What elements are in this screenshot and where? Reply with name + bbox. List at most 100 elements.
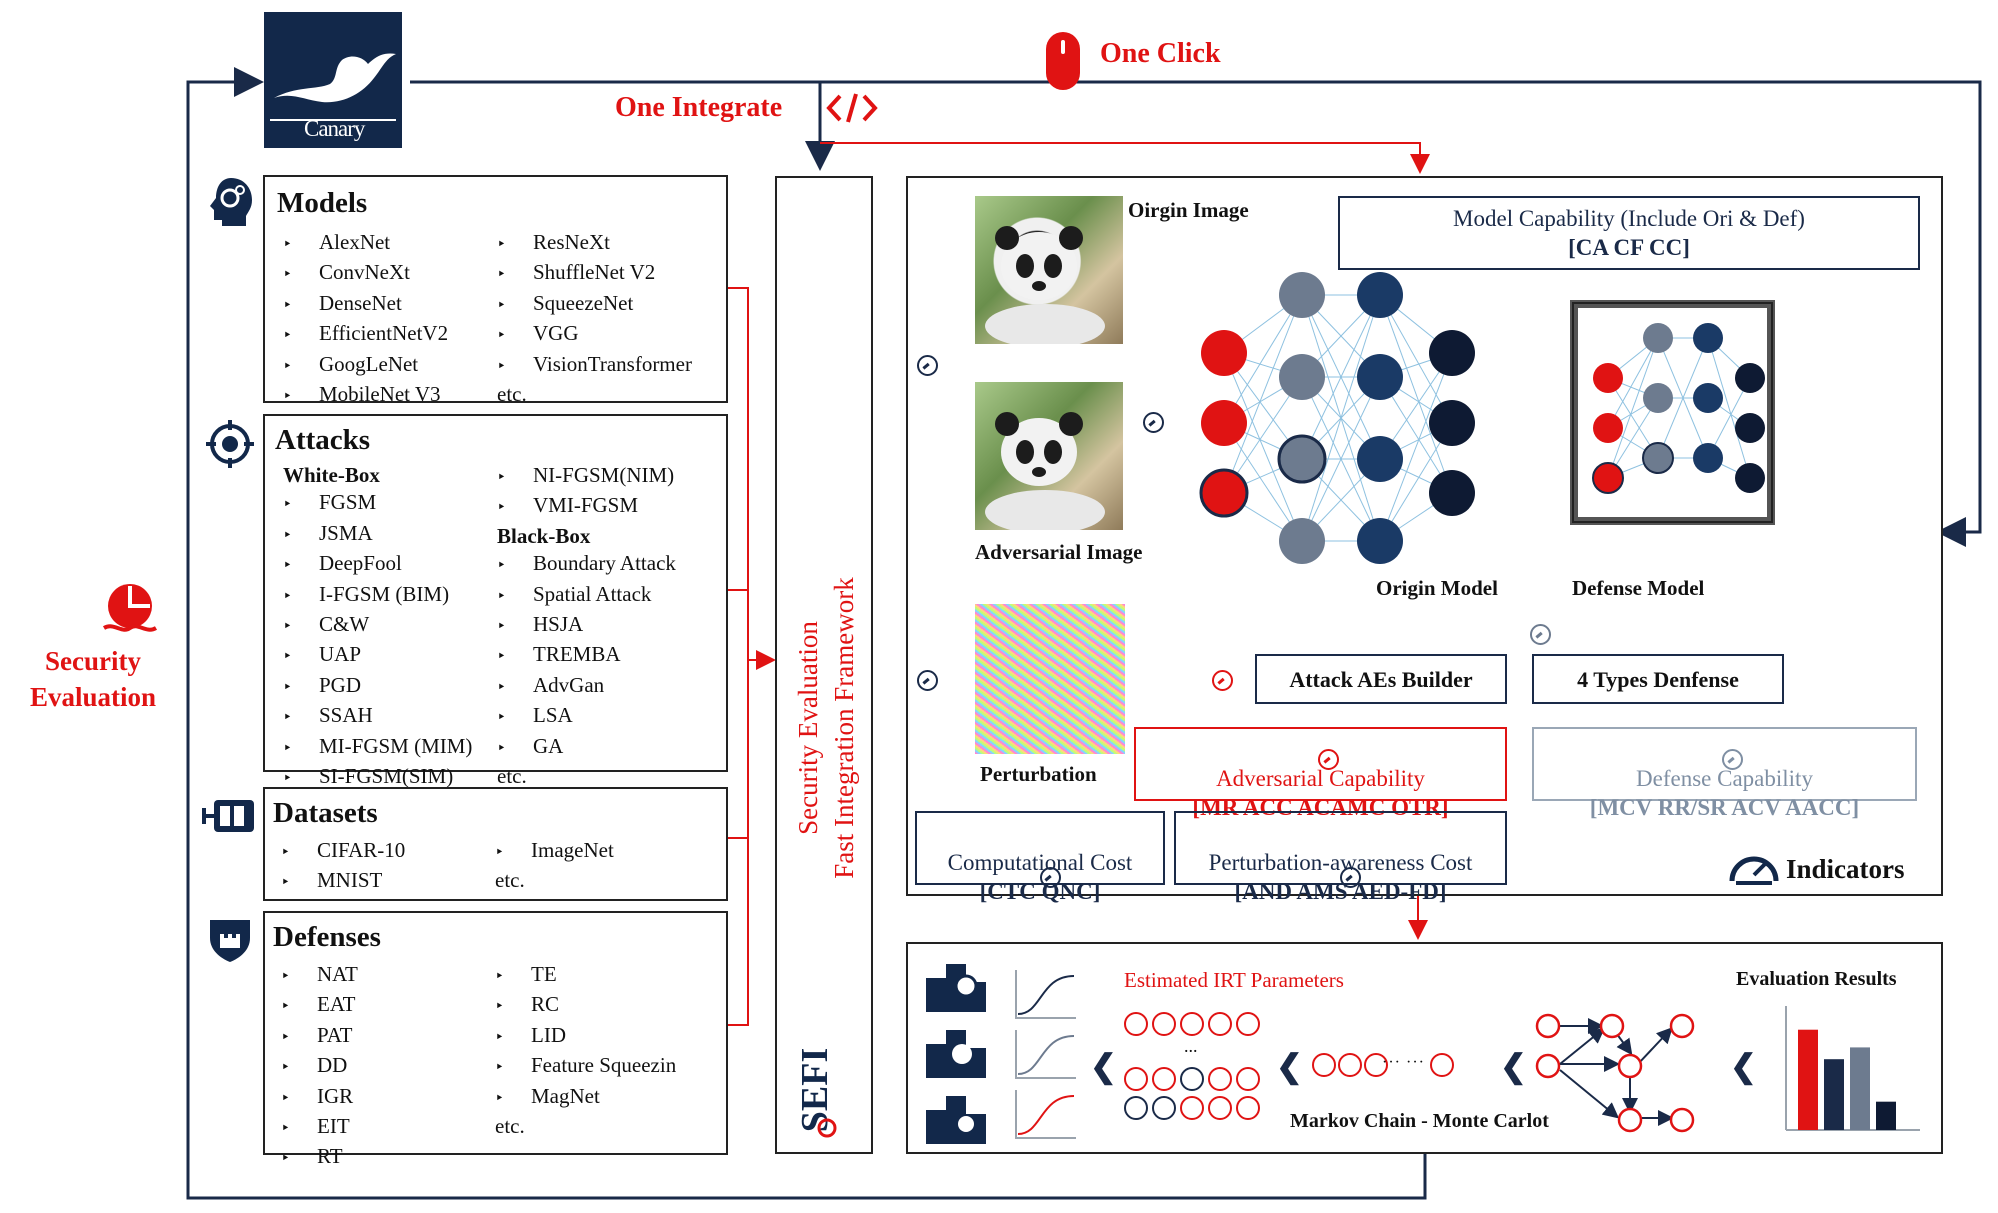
- defense-item[interactable]: LID: [495, 1022, 676, 1052]
- models-red-connector: [727, 287, 749, 1026]
- attack-item[interactable]: FGSM: [283, 489, 472, 519]
- defense-item[interactable]: NAT: [281, 961, 358, 991]
- defense-item[interactable]: IGR: [281, 1083, 358, 1113]
- attack-item[interactable]: Boundary Attack: [497, 550, 676, 580]
- datasets-etc: etc.: [495, 868, 525, 893]
- defense-item[interactable]: MagNet: [495, 1083, 676, 1113]
- model-item[interactable]: AlexNet: [283, 229, 448, 259]
- mcmc-chain-node: [1312, 1053, 1336, 1077]
- defense-item[interactable]: EIT: [281, 1113, 358, 1143]
- attack-item[interactable]: JSMA: [283, 520, 472, 550]
- irt-param-node: [1180, 1096, 1204, 1120]
- model-capability-title: Model Capability (Include Ori & Def): [1453, 206, 1805, 231]
- chevron-left-icon: ❮: [1500, 1048, 1527, 1084]
- attacks-title: Attacks: [275, 424, 371, 456]
- attack-item[interactable]: NI-FGSM(NIM): [497, 462, 676, 492]
- markov-node: [1669, 1107, 1695, 1133]
- attack-item[interactable]: HSJA: [497, 611, 676, 641]
- defense-model-label: Defense Model: [1572, 576, 1705, 600]
- attack-item[interactable]: GA: [497, 733, 676, 763]
- framework-title: Security Evaluation Fast Integration Fra…: [790, 428, 862, 1028]
- irt-param-node: [1180, 1012, 1204, 1036]
- defense-types-box[interactable]: 4 Types Denfense: [1532, 654, 1784, 704]
- attack-builder-box[interactable]: Attack AEs Builder: [1255, 654, 1507, 704]
- adversarial-image-label: Adversarial Image: [975, 540, 1143, 564]
- irt-param-node: [1208, 1067, 1232, 1091]
- irt-param-node: [1124, 1012, 1148, 1036]
- mcmc-chain-node: [1430, 1053, 1454, 1077]
- attack-item[interactable]: AdvGan: [497, 672, 676, 702]
- origin-model-label: Origin Model: [1376, 576, 1498, 600]
- podium-icon: [926, 1096, 986, 1144]
- defense-item[interactable]: RC: [495, 991, 676, 1021]
- model-item[interactable]: SqueezeNet: [497, 290, 692, 320]
- framework-panel: Security Evaluation Fast Integration Fra…: [775, 176, 873, 1154]
- defense-item[interactable]: DD: [281, 1052, 358, 1082]
- dataset-item[interactable]: ImageNet: [495, 837, 614, 867]
- irt-ellipsis: ...: [1184, 1036, 1198, 1056]
- defense-item[interactable]: TE: [495, 961, 676, 991]
- gauge-icon: [1722, 749, 1743, 771]
- datasets-col2: ImageNet etc.: [495, 837, 614, 895]
- defense-model-network: [1592, 323, 1765, 494]
- attack-item[interactable]: UAP: [283, 641, 472, 671]
- adversarial-image: [975, 382, 1123, 534]
- defense-model-frame: [1570, 300, 1775, 525]
- gauge-icon: [1039, 867, 1061, 889]
- attack-item[interactable]: Spatial Attack: [497, 581, 676, 611]
- framework-line2: Fast Integration Framework: [829, 577, 859, 879]
- attack-item[interactable]: VMI-FGSM: [497, 492, 676, 522]
- sefi-logo-text: SEFI: [795, 1048, 836, 1132]
- defense-item[interactable]: EAT: [281, 991, 358, 1021]
- defense-capability-title: Defense Capability: [1636, 766, 1813, 791]
- computational-cost-box: Computational Cost [CTC QNC]: [915, 811, 1165, 904]
- mouse-icon: [1046, 32, 1080, 90]
- defenses-col2: TE RC LID Feature Squeezin MagNet etc.: [495, 961, 676, 1140]
- irt-param-node: [1124, 1096, 1148, 1120]
- attacks-col1: White-Box FGSM JSMA DeepFool I-FGSM (BIM…: [283, 462, 472, 793]
- black-box-label: Black-Box: [497, 523, 591, 548]
- chevron-left-icon: ❮: [1730, 1048, 1757, 1084]
- defense-item[interactable]: RT: [281, 1143, 358, 1173]
- database-icon: [202, 800, 254, 832]
- model-item[interactable]: ShuffleNet V2: [497, 259, 692, 289]
- attack-item[interactable]: LSA: [497, 702, 676, 732]
- model-item[interactable]: MobileNet V3: [283, 381, 448, 411]
- model-item[interactable]: ResNeXt: [497, 229, 692, 259]
- model-item[interactable]: GoogLeNet: [283, 351, 448, 381]
- indicators-label: Indicators: [1786, 854, 1905, 884]
- irt-param-node: [1236, 1067, 1260, 1091]
- attack-item[interactable]: SI-FGSM(SIM): [283, 763, 472, 793]
- irt-param-node: [1152, 1096, 1176, 1120]
- irt-param-node: [1208, 1096, 1232, 1120]
- defense-item[interactable]: Feature Squeezin: [495, 1052, 676, 1082]
- gauge-icon: [1318, 749, 1339, 771]
- attack-item[interactable]: C&W: [283, 611, 472, 641]
- attacks-col2: NI-FGSM(NIM) VMI-FGSM Black-Box Boundary…: [497, 462, 676, 790]
- irt-curves: [1015, 970, 1076, 1139]
- attack-item[interactable]: DeepFool: [283, 550, 472, 580]
- attack-item[interactable]: SSAH: [283, 702, 472, 732]
- defenses-panel: Defenses NAT EAT PAT DD IGR EIT RT TE RC…: [263, 911, 728, 1168]
- dataset-item[interactable]: CIFAR-10: [281, 837, 405, 867]
- gauge-icon: [1530, 624, 1551, 645]
- markov-node: [1535, 1053, 1561, 1079]
- model-item[interactable]: VisionTransformer: [497, 351, 692, 381]
- gauge-icon: [917, 670, 938, 691]
- attack-item[interactable]: TREMBA: [497, 641, 676, 671]
- model-item[interactable]: EfficientNetV2: [283, 320, 448, 350]
- attack-item[interactable]: PGD: [283, 672, 472, 702]
- defense-item[interactable]: PAT: [281, 1022, 358, 1052]
- origin-image-label: Oirgin Image: [1128, 198, 1249, 222]
- perturbation-cost-codes: [AND AMS AED-FD]: [1234, 879, 1447, 904]
- model-item[interactable]: VGG: [497, 320, 692, 350]
- model-item[interactable]: ConvNeXt: [283, 259, 448, 289]
- irt-param-node: [1208, 1012, 1232, 1036]
- outer-loop-line: [186, 67, 1427, 1200]
- attack-item[interactable]: I-FGSM (BIM): [283, 581, 472, 611]
- dataset-item[interactable]: MNIST: [281, 867, 405, 897]
- attack-item[interactable]: MI-FGSM (MIM): [283, 733, 472, 763]
- model-item[interactable]: DenseNet: [283, 290, 448, 320]
- perturbation-cost-title: Perturbation-awareness Cost: [1208, 850, 1473, 875]
- irt-parameters-label: Estimated IRT Parameters: [1124, 968, 1344, 992]
